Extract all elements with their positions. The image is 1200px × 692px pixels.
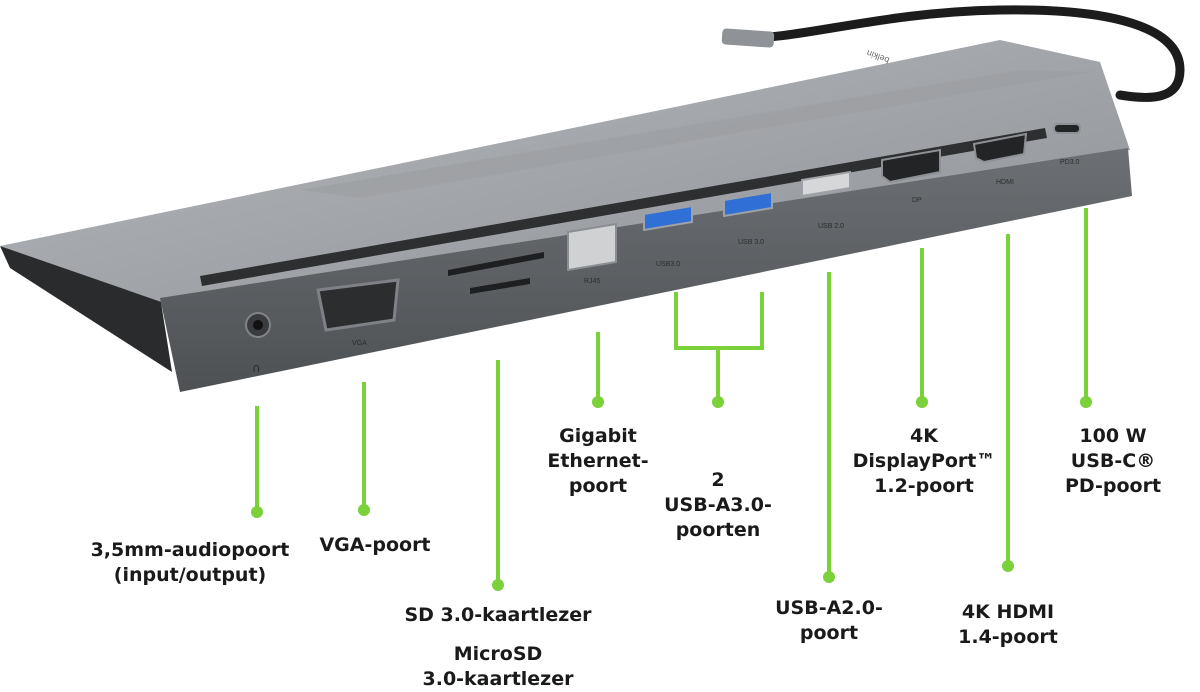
callout-dots [251, 396, 1092, 591]
callout-vga-line-1: VGA-poort [319, 534, 431, 556]
usb2-port [801, 170, 851, 198]
callout-pd-line-3: PD-poort [1064, 475, 1162, 497]
usb-c-pd-port [1053, 123, 1081, 134]
callout-dot-hdmi [1002, 560, 1014, 572]
callout-dot-sd [492, 579, 504, 591]
displayport-port-label: DP [912, 197, 922, 204]
usb3-port-2 [723, 190, 773, 218]
usb-c-pd-port-label: PD3.0 [1060, 159, 1080, 166]
callout-sd-line-1: SD 3.0-kaartlezer [404, 604, 592, 626]
callout-pd-line-1: 100 W [1079, 425, 1147, 447]
callout-pd: 100 W USB-C® PD-poort [1040, 424, 1186, 499]
headphone-icon: ∩ [252, 361, 261, 375]
hdmi-port [972, 132, 1028, 164]
callout-hdmi-line-1: 4K HDMI [961, 601, 1055, 623]
callout-displayport-line-2: DisplayPort™ [852, 450, 996, 472]
callout-dot-displayport [916, 396, 928, 408]
rj45-port [567, 222, 617, 272]
callout-lines [255, 208, 1088, 585]
callout-displayport: 4K DisplayPort™ 1.2-poort [836, 424, 1012, 499]
callout-ethernet-line-3: poort [568, 475, 628, 497]
hub-top-slot-groove [300, 70, 1090, 198]
callout-audio-line-2: (input/output) [113, 564, 267, 586]
callout-ethernet: Gigabit Ethernet- poort [530, 424, 666, 499]
usb-c-cable [735, 5, 1185, 102]
callout-usb3-line-2: USB-A3.0- [664, 494, 772, 516]
rj45-port-label: RJ45 [584, 278, 600, 285]
callout-hdmi-line-2: 1.4-poort [958, 626, 1058, 648]
audio-jack-hole [253, 320, 263, 330]
hdmi-port-label: HDMI [996, 179, 1014, 186]
callout-vga: VGA-poort [300, 533, 450, 558]
callout-ethernet-line-2: Ethernet- [547, 450, 649, 472]
callout-usb3-line-3: poorten [675, 519, 761, 541]
callout-dot-vga [358, 504, 370, 516]
callout-dot-audio [251, 506, 263, 518]
callout-displayport-line-3: 1.2-poort [874, 475, 974, 497]
callout-microsd-line-2: 3.0-kaartlezer [422, 668, 574, 690]
callout-audio: 3,5mm-audiopoort (input/output) [80, 538, 300, 588]
callout-pd-line-2: USB-C® [1070, 450, 1156, 472]
callout-sd: SD 3.0-kaartlezer [385, 603, 611, 628]
usb3-port-2-label: USB 3.0 [738, 239, 764, 246]
vga-port-label: VGA [352, 340, 367, 347]
callout-usb3-line-1: 2 [711, 469, 725, 491]
callout-microsd: MicroSD 3.0-kaartlezer [400, 642, 596, 692]
hub-top-slot [200, 128, 1047, 286]
callout-dot-usb2 [823, 571, 835, 583]
callout-bracket-usb3 [674, 292, 764, 350]
callout-usb2-line-1: USB-A2.0- [775, 597, 883, 619]
usb3-port-1 [643, 204, 693, 232]
vga-port [316, 278, 400, 332]
callout-usb3: 2 USB-A3.0- poorten [645, 468, 791, 543]
microsd-card-slot [470, 278, 530, 294]
callout-displayport-line-1: 4K [910, 425, 938, 447]
usb2-port-label: USB 2.0 [818, 223, 844, 230]
callout-usb2-line-2: poort [799, 622, 859, 644]
hub-front-face [160, 148, 1132, 392]
callout-hdmi: 4K HDMI 1.4-poort [935, 600, 1081, 650]
callout-microsd-line-1: MicroSD [453, 643, 543, 665]
callout-dot-pd [1080, 396, 1092, 408]
callout-dot-ethernet [592, 396, 604, 408]
callout-dot-usb3 [712, 396, 724, 408]
callout-usb2: USB-A2.0- poort [756, 596, 902, 646]
callout-ethernet-line-1: Gigabit [559, 425, 637, 447]
usb-c-plug [721, 28, 775, 48]
usb3-port-1-label: USB3.0 [656, 261, 680, 268]
hub-left-wedge [0, 246, 172, 372]
brand-logo: belkin [865, 48, 891, 65]
sd-card-slot [448, 252, 544, 276]
displayport-port [881, 148, 941, 184]
callout-audio-line-1: 3,5mm-audiopoort [90, 539, 290, 561]
